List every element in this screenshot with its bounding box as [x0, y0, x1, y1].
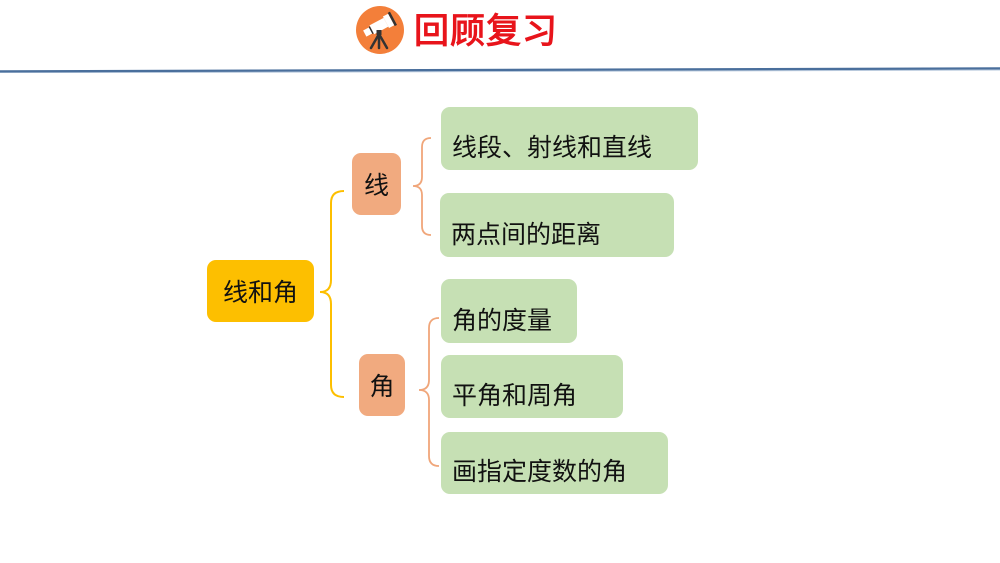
branch-node-label: 线 [363, 171, 389, 200]
page-title: 回顾复习 [414, 12, 559, 52]
branch-node-label: 角 [369, 372, 395, 401]
branch-node-line: 线 [352, 153, 401, 215]
leaf-node: 两点间的距离 [440, 193, 674, 257]
header-divider [0, 58, 1000, 74]
root-brace-connector [319, 190, 345, 398]
leaf-node-label: 平角和周角 [452, 381, 578, 410]
leaf-node-label: 角的度量 [452, 306, 553, 335]
telescope-icon [356, 6, 404, 54]
leaf-node: 画指定度数的角 [441, 432, 668, 494]
branch-brace-connector [412, 137, 432, 236]
leaf-node: 角的度量 [441, 279, 577, 343]
branch-node-angle: 角 [359, 354, 405, 416]
branch-brace-connector [418, 317, 440, 467]
leaf-node-label: 线段、射线和直线 [452, 133, 653, 162]
leaf-node-label: 两点间的距离 [451, 220, 602, 249]
root-node: 线和角 [207, 260, 314, 322]
root-node-label: 线和角 [222, 278, 298, 307]
leaf-node-label: 画指定度数的角 [452, 457, 628, 486]
leaf-node: 平角和周角 [441, 355, 623, 418]
leaf-node: 线段、射线和直线 [441, 107, 698, 170]
